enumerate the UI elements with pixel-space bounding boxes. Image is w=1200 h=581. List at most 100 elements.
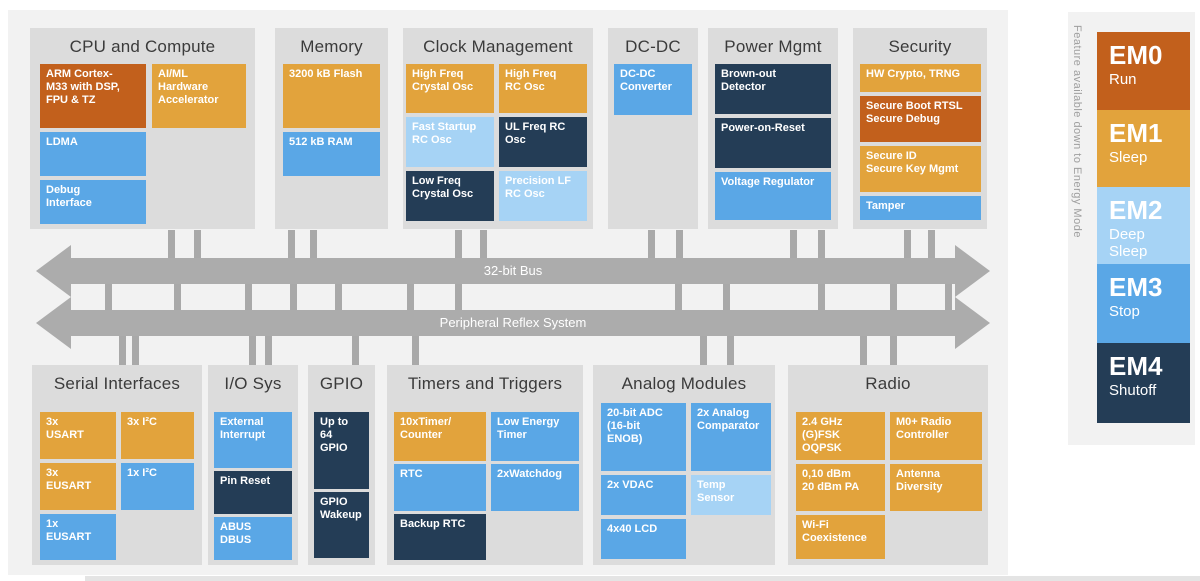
em3-stop-block: EM3 Stop	[1097, 264, 1190, 343]
bus-peripheral-reflex: Peripheral Reflex System	[70, 310, 956, 336]
block-fast-startup-rc-osc: Fast Startup RC Osc	[406, 117, 494, 167]
em1-sleep-block: EM1 Sleep	[1097, 110, 1190, 187]
block-2x-analog-comparator: 2x Analog Comparator	[691, 403, 771, 471]
em1-name: EM1	[1109, 118, 1163, 148]
block-ldma: LDMA	[40, 132, 146, 176]
block-flash: 3200 kB Flash	[283, 64, 380, 128]
block-pa-output-power: 0,10 dBm 20 dBm PA	[796, 464, 885, 511]
block-2x-watchdog: 2xWatchdog	[491, 464, 579, 511]
energy-mode-side-label: Feature available down to Energy Mode	[1071, 25, 1083, 238]
bus-connector	[890, 324, 897, 366]
bus-connector	[310, 230, 317, 266]
bus-connector	[790, 230, 797, 266]
block-precision-lf-rc-osc: Precision LF RC Osc	[499, 171, 587, 221]
bus-connector	[245, 266, 252, 324]
em2-deep-sleep-block: EM2 Deep Sleep	[1097, 187, 1190, 264]
block-3x-i2c: 3x I²C	[121, 412, 194, 459]
block-20bit-adc: 20-bit ADC (16-bit ENOB)	[601, 403, 686, 471]
panel-title: Analog Modules	[621, 374, 747, 393]
block-10x-timer-counter: 10xTimer/ Counter	[394, 412, 486, 461]
block-brownout-detector: Brown-out Detector	[715, 64, 831, 114]
block-secure-id-key-mgmt: Secure ID Secure Key Mgmt	[860, 146, 981, 192]
bus-connector	[119, 324, 126, 366]
block-3x-usart: 3x USART	[40, 412, 116, 459]
bus-connector	[648, 230, 655, 266]
bus-connector	[455, 230, 462, 266]
block-antenna-diversity: Antenna Diversity	[890, 464, 982, 511]
em0-run-block: EM0 Run	[1097, 32, 1190, 110]
em0-sub: Run	[1109, 70, 1137, 88]
panel-title: GPIO	[319, 374, 364, 393]
bus32-right-arrowhead	[955, 245, 990, 297]
bus-connector	[928, 230, 935, 266]
block-debug-interface: Debug Interface	[40, 180, 146, 224]
block-1x-eusart: 1x EUSART	[40, 514, 116, 560]
panel-title: Serial Interfaces	[53, 374, 181, 393]
em4-shutoff-block: EM4 Shutoff	[1097, 343, 1190, 423]
block-1x-i2c: 1x I²C	[121, 463, 194, 510]
bus-connector	[168, 230, 175, 266]
bus-connector	[265, 324, 272, 366]
em1-sub: Sleep	[1109, 148, 1148, 166]
bottom-strip	[85, 576, 1200, 581]
block-ram: 512 kB RAM	[283, 132, 380, 176]
panel-title: Radio	[865, 374, 911, 393]
bus-connector	[249, 324, 256, 366]
bus-connector	[407, 266, 414, 324]
block-24ghz-gfsk-oqpsk: 2.4 GHz (G)FSK OQPSK	[796, 412, 885, 460]
block-ul-freq-rc-osc: UL Freq RC Osc	[499, 117, 587, 167]
block-voltage-regulator: Voltage Regulator	[715, 172, 831, 220]
block-backup-rtc: Backup RTC	[394, 514, 486, 560]
panel-dcdc: DC-DC	[608, 28, 698, 229]
panel-title: Memory	[300, 37, 363, 56]
block-hf-rc-osc: High Freq RC Osc	[499, 64, 587, 113]
bus-connector	[480, 230, 487, 266]
panel-title: I/O Sys	[224, 374, 282, 393]
em2-sub: Deep Sleep	[1109, 225, 1148, 261]
bus-connector	[352, 324, 359, 366]
block-pin-reset: Pin Reset	[214, 471, 292, 514]
bus-connector	[174, 266, 181, 324]
bus-connector	[455, 266, 462, 324]
em0-name: EM0	[1109, 40, 1163, 70]
block-dcdc-converter: DC-DC Converter	[614, 64, 692, 115]
bus-32bit: 32-bit Bus	[70, 258, 956, 284]
block-4x40-lcd: 4x40 LCD	[601, 519, 686, 559]
panel-title: Power Mgmt	[724, 37, 822, 56]
em3-sub: Stop	[1109, 302, 1140, 320]
block-rtc: RTC	[394, 464, 486, 511]
bus-connector	[818, 230, 825, 266]
panel-memory: Memory	[275, 28, 388, 229]
em4-name: EM4	[1109, 351, 1163, 381]
bus-connector	[700, 324, 707, 366]
em2-name: EM2	[1109, 195, 1163, 225]
block-2x-vdac: 2x VDAC	[601, 475, 686, 515]
panel-title: CPU and Compute	[69, 37, 216, 56]
panel-title: DC-DC	[625, 37, 681, 56]
bus-connector	[412, 324, 419, 366]
block-wifi-coexistence: Wi-Fi Coexistence	[796, 515, 885, 559]
bus-connector	[335, 266, 342, 324]
block-m0-radio-controller: M0+ Radio Controller	[890, 412, 982, 460]
block-temp-sensor: Temp Sensor	[691, 475, 771, 515]
bus-connector	[675, 266, 682, 324]
panel-title: Timers and Triggers	[407, 374, 563, 393]
block-gpio-wakeup: GPIO Wakeup	[314, 492, 369, 558]
block-tamper: Tamper	[860, 196, 981, 220]
em4-sub: Shutoff	[1109, 381, 1157, 399]
block-hw-crypto-trng: HW Crypto, TRNG	[860, 64, 981, 92]
panel-title: Clock Management	[423, 37, 573, 56]
bus-connector	[290, 266, 297, 324]
prs-right-arrowhead	[955, 297, 990, 349]
block-arm-cortex-m33: ARM Cortex- M33 with DSP, FPU & TZ	[40, 64, 146, 128]
block-external-interrupt: External Interrupt	[214, 412, 292, 468]
bus-connector	[945, 266, 952, 324]
bus-connector	[194, 230, 201, 266]
block-3x-eusart: 3x EUSART	[40, 463, 116, 510]
bus-connector	[904, 230, 911, 266]
prs-left-arrowhead	[36, 297, 71, 349]
bus-connector	[288, 230, 295, 266]
em3-name: EM3	[1109, 272, 1163, 302]
bus-connector	[723, 266, 730, 324]
